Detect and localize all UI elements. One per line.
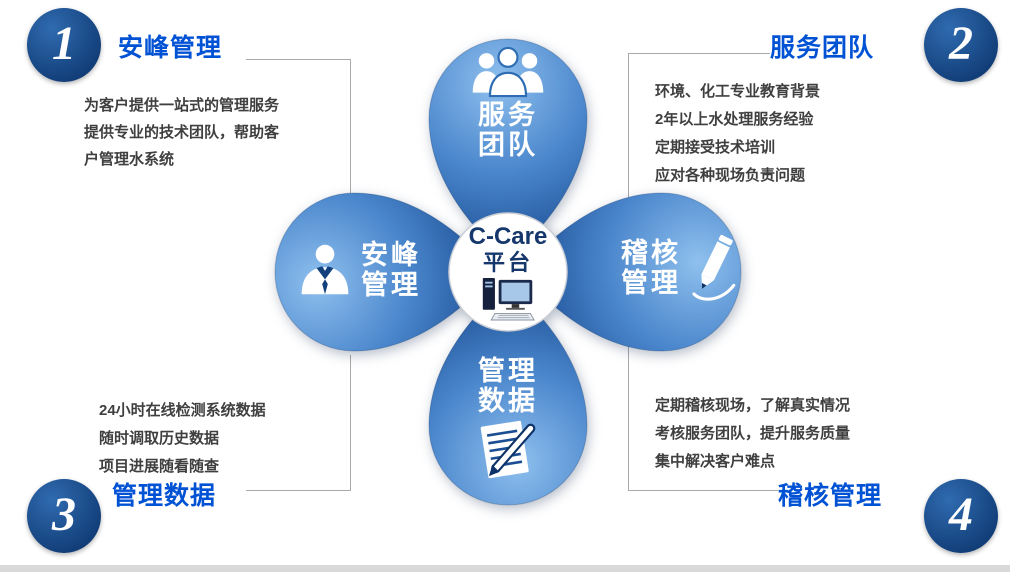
- text-line: 定期稽核现场，了解真实情况: [655, 397, 851, 414]
- text-block-top-right: 环境、化工专业教育背景 2年以上水处理服务经验 定期接受技术培训 应对各种现场负…: [655, 78, 820, 190]
- computer-icon: [482, 278, 535, 321]
- number-badge-3: 3: [27, 479, 101, 553]
- text-line: 随时调取历史数据: [99, 430, 220, 447]
- petal-left-label: 安峰 管理: [361, 240, 421, 300]
- text-line: 集中解决客户难点: [655, 453, 776, 470]
- connector-line: [628, 490, 778, 491]
- heading-audit-management: 稽核管理: [778, 482, 883, 510]
- text-line: 应对各种现场负责问题: [655, 167, 806, 184]
- heading-anfeng-management: 安峰管理: [118, 34, 223, 62]
- text-line: 项目进展随看随查: [99, 458, 220, 475]
- connector-line: [350, 355, 351, 491]
- center-platform: C-Care 平台: [450, 223, 566, 327]
- flower-diagram: [274, 38, 742, 506]
- center-circle: [448, 212, 568, 332]
- connector-line: [246, 490, 351, 491]
- connector-line: [628, 345, 629, 491]
- heading-service-team: 服务团队: [770, 34, 875, 62]
- text-block-top-left: 为客户提供一站式的管理服务 提供专业的技术团队，帮助客 户管理水系统: [84, 92, 279, 173]
- petal-right-label: 稽核 管理: [621, 238, 681, 298]
- number-4: 4: [949, 487, 973, 541]
- text-line: 为客户提供一站式的管理服务: [84, 97, 280, 114]
- text-line: 24小时在线检测系统数据: [99, 402, 266, 419]
- text-line: 户管理水系统: [84, 151, 175, 168]
- petal-label-line: 稽核: [621, 238, 681, 268]
- petal-label-line: 管理: [621, 268, 681, 298]
- connector-line: [628, 53, 770, 54]
- text-line: 2年以上水处理服务经验: [655, 111, 814, 128]
- heading-management-data: 管理数据: [112, 482, 217, 510]
- petal-label-line: 管理: [478, 356, 538, 386]
- connector-line: [246, 59, 351, 60]
- petal-bottom-content: 管理 数据: [428, 356, 588, 484]
- petal-right-content: 稽核 管理: [615, 230, 745, 306]
- petal-label-line: 服务: [478, 100, 538, 130]
- text-line: 考核服务团队，提升服务质量: [655, 425, 851, 442]
- connector-line: [350, 59, 351, 193]
- pencil-icon: [692, 234, 736, 301]
- petal-label-line: 安峰: [361, 240, 421, 270]
- number-badge-2: 2: [924, 8, 998, 82]
- petal-label-line: 数据: [478, 386, 538, 416]
- text-line: 提供专业的技术团队，帮助客: [84, 124, 280, 141]
- team-icon: [472, 46, 544, 98]
- petal-label-line: 团队: [478, 130, 538, 160]
- text-block-bottom-right: 定期稽核现场，了解真实情况 考核服务团队，提升服务质量 集中解决客户难点: [655, 392, 850, 476]
- petal-top-content: 服务 团队: [428, 46, 588, 160]
- petal-top-label: 服务 团队: [478, 100, 538, 160]
- connector-line: [628, 53, 629, 201]
- petal-left-content: 安峰 管理: [284, 232, 434, 308]
- document-pen-icon: [480, 420, 536, 479]
- number-1: 1: [52, 16, 76, 70]
- number-badge-1: 1: [27, 8, 101, 82]
- person-icon: [301, 244, 349, 295]
- petal-bottom-label: 管理 数据: [478, 356, 538, 416]
- text-line: 环境、化工专业教育背景: [655, 83, 821, 100]
- center-subtitle: 平台: [482, 250, 533, 275]
- text-block-bottom-left: 24小时在线检测系统数据 随时调取历史数据 项目进展随看随查: [99, 397, 266, 481]
- number-2: 2: [949, 16, 973, 70]
- petal-label-line: 管理: [361, 270, 421, 300]
- number-3: 3: [52, 487, 76, 541]
- center-title: C-Care: [468, 223, 548, 250]
- number-badge-4: 4: [924, 479, 998, 553]
- text-line: 定期接受技术培训: [655, 139, 776, 156]
- bottom-gray-bar: [0, 565, 1010, 572]
